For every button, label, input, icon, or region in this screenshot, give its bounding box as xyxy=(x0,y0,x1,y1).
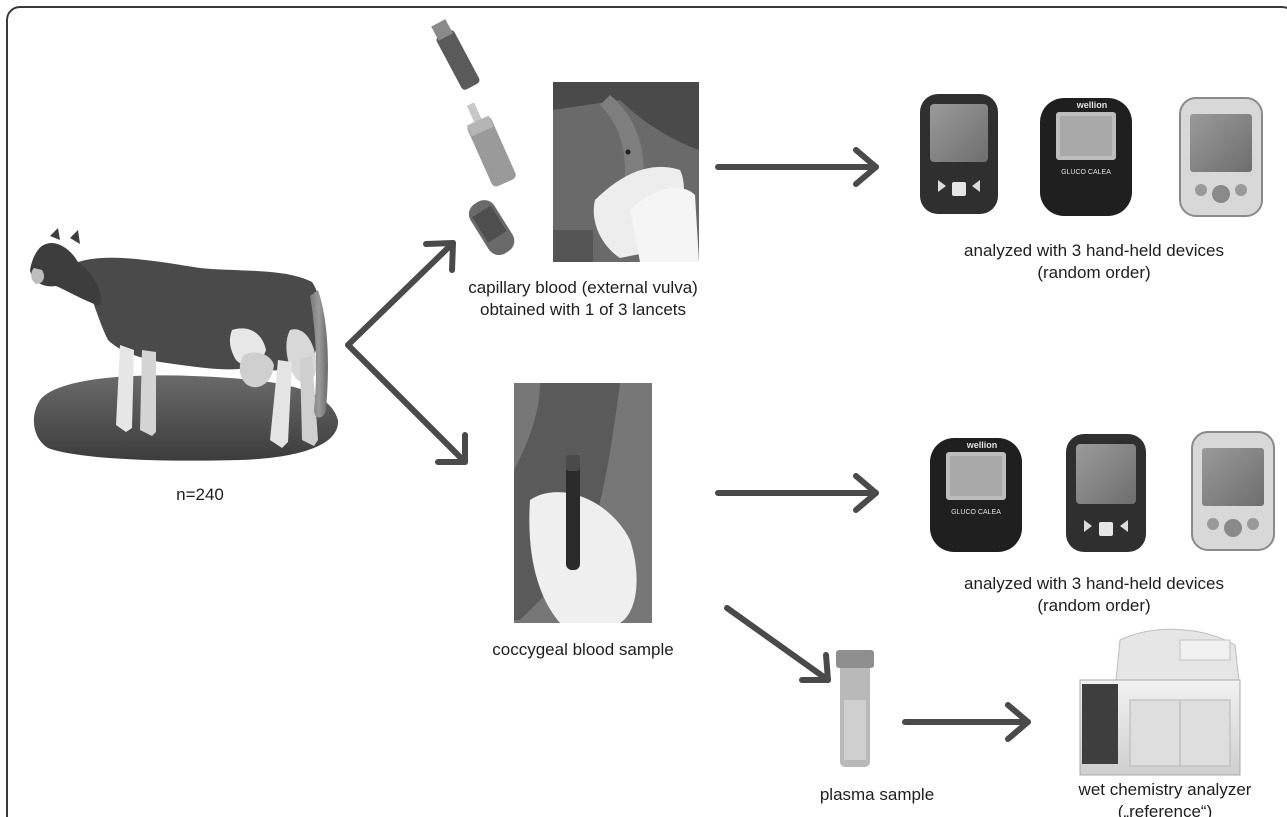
glucometer-freestyle-top xyxy=(1179,97,1263,217)
glucometer-wellion-top: GLUCO CALEA wellion xyxy=(1040,98,1132,216)
coccygeal-label: coccygeal blood sample xyxy=(492,640,674,659)
glucometer-freestyle-bottom xyxy=(1191,431,1275,551)
analyzer-machine-image xyxy=(1079,628,1241,776)
devices-top-label-line1: analyzed with 3 hand-held devices xyxy=(964,241,1224,260)
capillary-label-line2: obtained with 1 of 3 lancets xyxy=(479,300,687,319)
arrow-coccygeal-to-plasma xyxy=(724,605,831,683)
cow-count-label: n=240 xyxy=(176,485,224,504)
analyzer-label-line1: wet chemistry analyzer xyxy=(1078,780,1252,799)
wellion-model-text-bottom: GLUCO CALEA xyxy=(951,509,1001,516)
glucometer-glucomen-top xyxy=(920,94,998,214)
wellion-brand-text-top: wellion xyxy=(1076,100,1108,110)
devices-bottom-label-line1: analyzed with 3 hand-held devices xyxy=(964,574,1224,593)
arrow-capillary-to-devices xyxy=(715,147,879,187)
cow-image xyxy=(30,228,339,461)
glucometer-glucomen-bottom xyxy=(1066,434,1146,552)
glucometer-wellion-bottom: GLUCO CALEA wellion xyxy=(930,438,1022,552)
capillary-sampling-photo xyxy=(553,82,699,262)
arrow-plasma-to-analyzer xyxy=(902,702,1031,742)
capillary-label-line1: capillary blood (external vulva) xyxy=(468,278,698,297)
arrow-to-coccygeal xyxy=(345,342,468,465)
analyzer-label-line2: („reference“) xyxy=(1117,802,1213,817)
plasma-tube-image xyxy=(836,650,874,767)
lancets-image xyxy=(431,19,516,256)
coccygeal-sampling-photo xyxy=(514,383,652,623)
devices-top-label-line2: (random order) xyxy=(1037,263,1151,282)
wellion-brand-text-bottom: wellion xyxy=(966,440,998,450)
arrow-coccygeal-to-devices xyxy=(715,473,879,513)
devices-bottom-label-line2: (random order) xyxy=(1037,596,1151,615)
diagram-frame xyxy=(6,6,1287,817)
wellion-model-text-top: GLUCO CALEA xyxy=(1061,169,1111,176)
arrow-to-capillary xyxy=(345,240,456,348)
plasma-label: plasma sample xyxy=(819,785,935,804)
